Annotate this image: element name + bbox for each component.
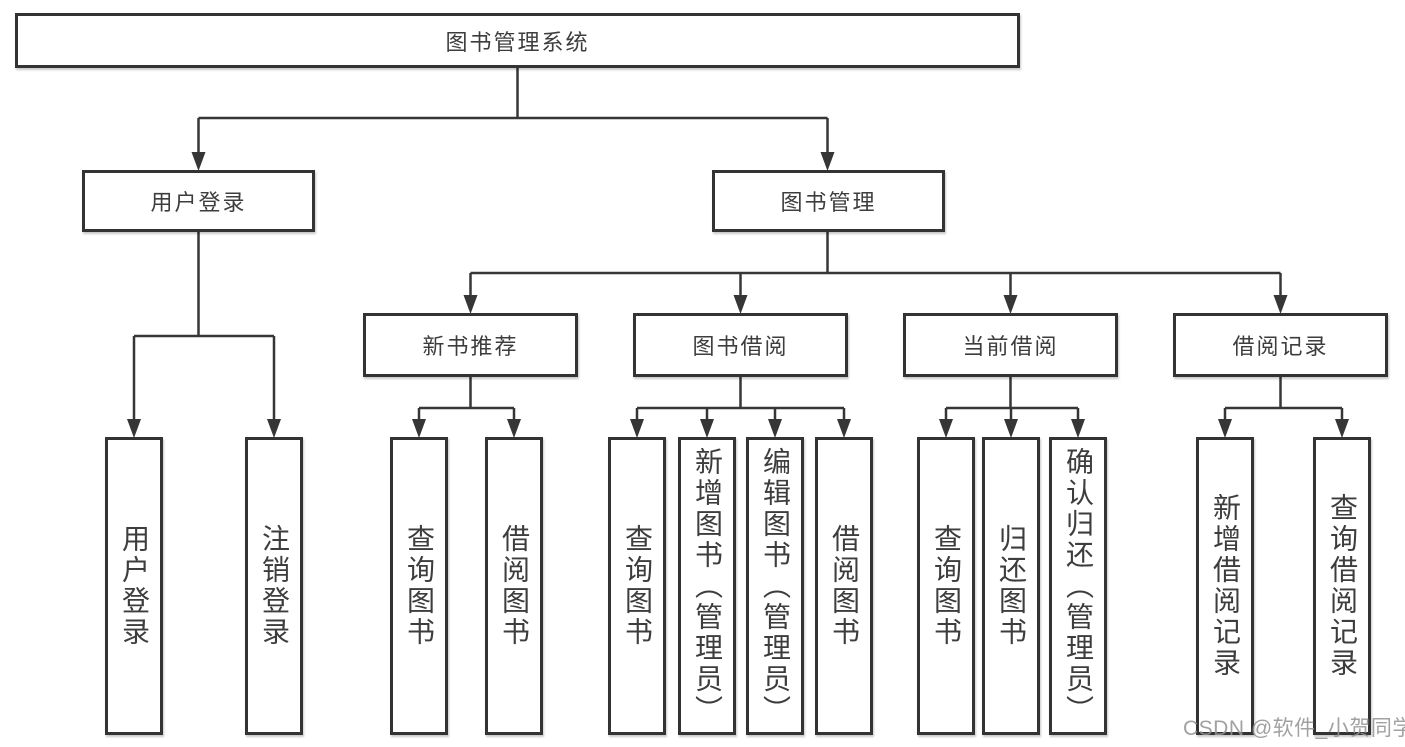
connector-book-management-children (463, 232, 1288, 314)
leaf-logout: 注销登录 (245, 437, 303, 735)
csdn-watermark: CSDN @软件_小贺同学 (1183, 717, 1405, 740)
arrow-down-icon (191, 152, 206, 171)
arrow-down-icon (733, 295, 748, 314)
leaf-borrow-books: 借阅图书 (815, 437, 873, 735)
arrow-down-icon (1218, 419, 1232, 438)
leaf-query-books-recommend: 查询图书 (390, 437, 448, 735)
connector-new-book-recommend-children (412, 377, 521, 438)
node-book-borrowing: 图书借阅 (633, 313, 848, 377)
connector-current-borrowing-children (939, 377, 1085, 438)
arrow-down-icon (1335, 419, 1349, 438)
node-book-management: 图书管理 (712, 170, 945, 232)
leaf-query-books-borrowing: 查询图书 (608, 437, 666, 735)
leaf-confirm-return-admin-label: 确认归还（管理员） (1063, 446, 1094, 726)
connector-borrowing-records-children (1218, 377, 1349, 438)
connector-book-borrowing-children (630, 377, 851, 438)
connector-user-login-children (127, 232, 281, 438)
arrow-down-icon (939, 419, 953, 438)
arrow-down-icon (1071, 419, 1085, 438)
arrow-down-icon (1273, 295, 1288, 314)
leaf-query-books-borrowing-label: 查询图书 (622, 524, 653, 648)
leaf-return-books: 归还图书 (982, 437, 1040, 735)
arrow-down-icon (463, 295, 478, 314)
arrow-down-icon (837, 419, 851, 438)
leaf-query-books-recommend-label: 查询图书 (404, 524, 435, 648)
leaf-add-books-admin-label: 新增图书（管理员） (692, 446, 723, 726)
node-new-book-recommend: 新书推荐 (363, 313, 578, 377)
leaf-borrow-books-label: 借阅图书 (829, 524, 860, 648)
leaf-edit-books-admin-label: 编辑图书（管理员） (760, 446, 791, 726)
leaf-confirm-return-admin: 确认归还（管理员） (1049, 437, 1107, 735)
leaf-query-borrow-record-label: 查询借阅记录 (1327, 493, 1358, 679)
leaf-user-login: 用户登录 (105, 437, 163, 735)
node-user-login: 用户登录 (82, 170, 315, 232)
arrow-down-icon (127, 419, 141, 438)
leaf-logout-label: 注销登录 (259, 524, 290, 648)
leaf-borrow-books-recommend: 借阅图书 (485, 437, 543, 735)
arrow-down-icon (412, 419, 426, 438)
arrow-down-icon (1003, 295, 1018, 314)
leaf-return-books-label: 归还图书 (996, 524, 1027, 648)
leaf-add-borrow-record-label: 新增借阅记录 (1210, 493, 1241, 679)
leaf-query-borrow-record: 查询借阅记录 (1313, 437, 1371, 735)
node-current-borrowing: 当前借阅 (903, 313, 1118, 377)
leaf-edit-books-admin: 编辑图书（管理员） (746, 437, 804, 735)
leaf-query-books-current-label: 查询图书 (931, 524, 962, 648)
arrow-down-icon (820, 152, 835, 171)
arrow-down-icon (768, 419, 782, 438)
leaf-add-borrow-record: 新增借阅记录 (1196, 437, 1254, 735)
connector-root-to-level2 (191, 68, 835, 171)
leaf-query-books-current: 查询图书 (917, 437, 975, 735)
leaf-user-login-label: 用户登录 (119, 524, 150, 648)
node-root: 图书管理系统 (15, 13, 1020, 68)
leaf-borrow-books-recommend-label: 借阅图书 (499, 524, 530, 648)
arrow-down-icon (1004, 419, 1018, 438)
arrow-down-icon (267, 419, 281, 438)
node-borrowing-records: 借阅记录 (1173, 313, 1388, 377)
arrow-down-icon (507, 419, 521, 438)
arrow-down-icon (630, 419, 644, 438)
arrow-down-icon (700, 419, 714, 438)
leaf-add-books-admin: 新增图书（管理员） (678, 437, 736, 735)
